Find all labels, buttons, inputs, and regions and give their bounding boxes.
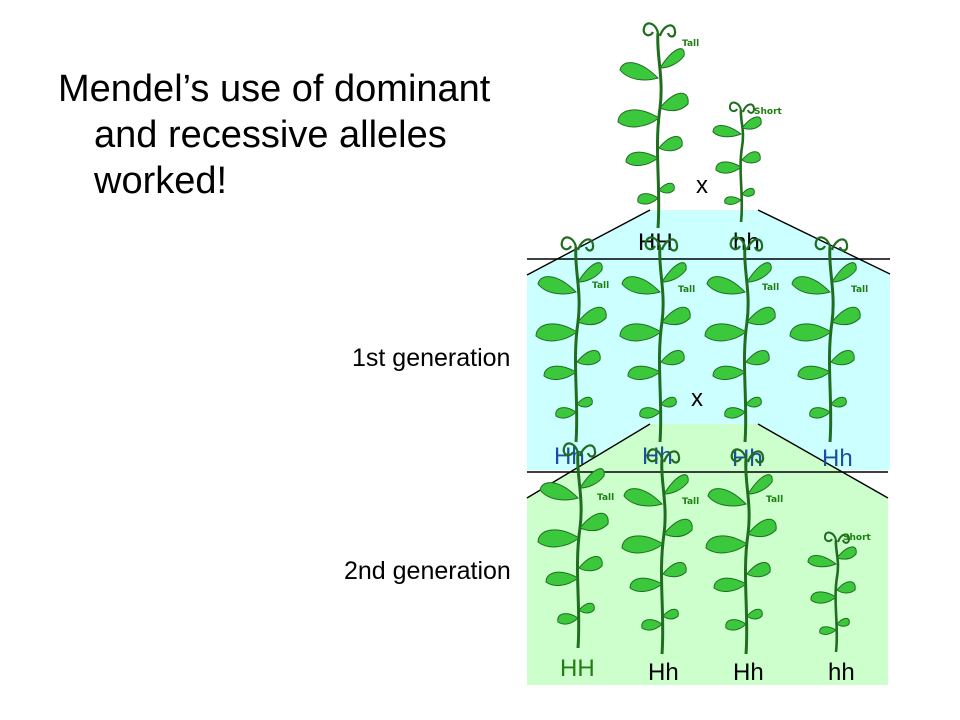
parent-tall-plant-icon bbox=[616, 21, 690, 230]
first-gen-3-trait-label: Tall bbox=[762, 283, 779, 293]
first-generation-label: 1st generation bbox=[352, 344, 511, 372]
parent-cross-symbol: x bbox=[696, 172, 708, 199]
first-gen-cross-symbol: x bbox=[691, 385, 703, 412]
second-gen-3-genotype: Hh bbox=[733, 659, 764, 686]
parent-short-plant-icon bbox=[711, 101, 763, 224]
parent-2-trait-label: Short bbox=[754, 107, 783, 117]
second-gen-3-trait-label: Tall bbox=[766, 495, 783, 505]
first-generation-background bbox=[527, 210, 890, 470]
second-generation-background bbox=[527, 424, 888, 685]
second-gen-2-genotype: Hh bbox=[648, 659, 679, 686]
first-gen-1-trait-label: Tall bbox=[592, 281, 609, 291]
second-gen-4-trait-label: Short bbox=[843, 533, 872, 543]
parent-2-genotype: hh bbox=[733, 229, 760, 256]
first-gen-4-genotype: Hh bbox=[822, 445, 853, 472]
first-gen-4-trait-label: Tall bbox=[851, 285, 868, 295]
second-gen-1-genotype: HH bbox=[560, 655, 595, 682]
parent-1-trait-label: Tall bbox=[682, 39, 699, 49]
second-gen-4-genotype: hh bbox=[828, 659, 855, 686]
first-gen-1-genotype: Hh bbox=[554, 443, 585, 470]
slide-title-line-1: Mendel’s use of dominant bbox=[58, 68, 491, 110]
slide-title: Mendel’s use of dominant and recessive a… bbox=[58, 66, 558, 204]
second-gen-2-trait-label: Tall bbox=[682, 497, 699, 507]
first-gen-2-trait-label: Tall bbox=[678, 285, 695, 295]
second-gen-1-trait-label: Tall bbox=[597, 493, 614, 503]
slide-title-line-2: and recessive alleles bbox=[94, 114, 447, 156]
slide-title-line-3: worked! bbox=[94, 160, 228, 202]
second-generation-label: 2nd generation bbox=[344, 557, 511, 585]
